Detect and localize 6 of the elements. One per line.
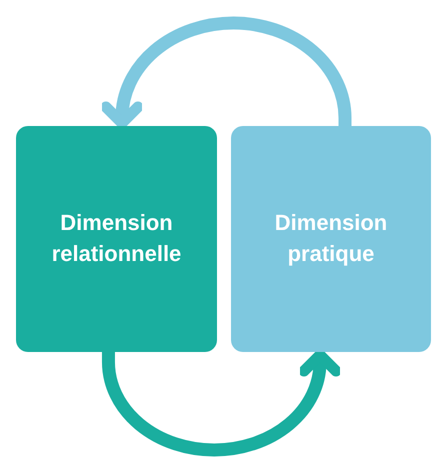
- curved-arrow: [100, 16, 352, 128]
- curved-arrow: [102, 350, 342, 456]
- process-box: [16, 126, 217, 352]
- box-label: Dimension relationnelle: [50, 209, 182, 268]
- process-box: [231, 126, 431, 352]
- box-label: Dimension pratique: [274, 209, 388, 268]
